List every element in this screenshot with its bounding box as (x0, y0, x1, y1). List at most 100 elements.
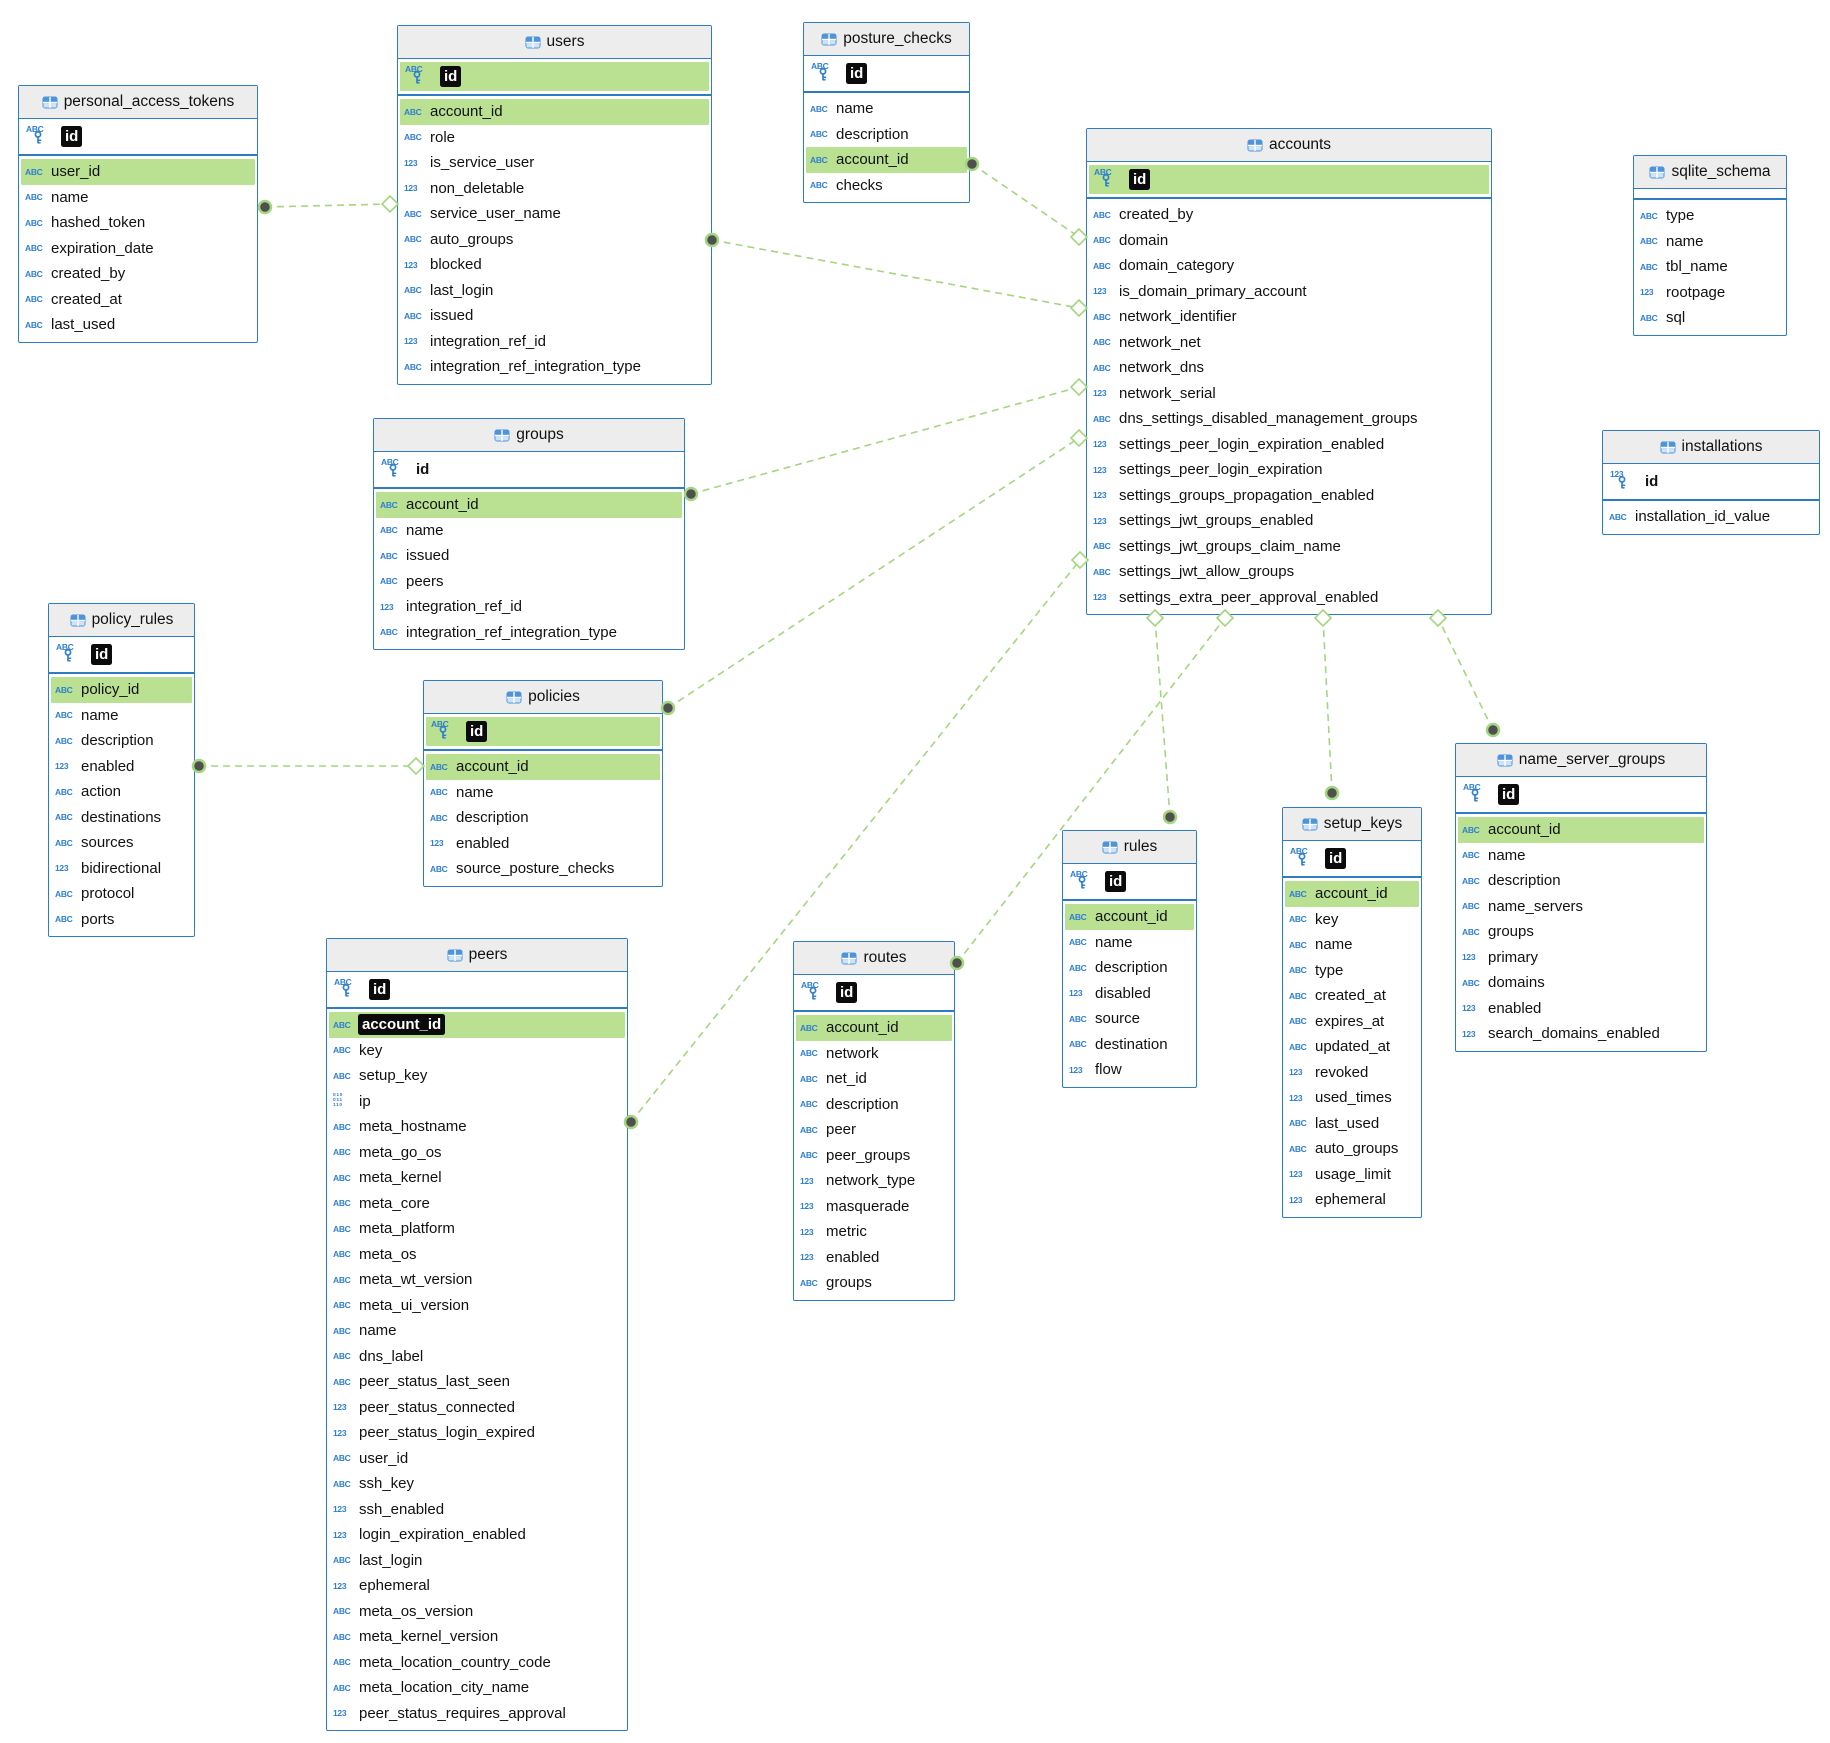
table-header[interactable]: users (398, 26, 711, 59)
table-header[interactable]: routes (794, 942, 954, 975)
table-header[interactable]: peers (327, 939, 627, 972)
table-header[interactable]: accounts (1087, 129, 1491, 162)
table-header[interactable]: setup_keys (1283, 808, 1421, 841)
table-header[interactable]: groups (374, 419, 684, 452)
table-header[interactable]: name_server_groups (1456, 744, 1706, 777)
table-header[interactable]: policies (424, 681, 662, 714)
table-header[interactable]: policy_rules (49, 604, 194, 637)
